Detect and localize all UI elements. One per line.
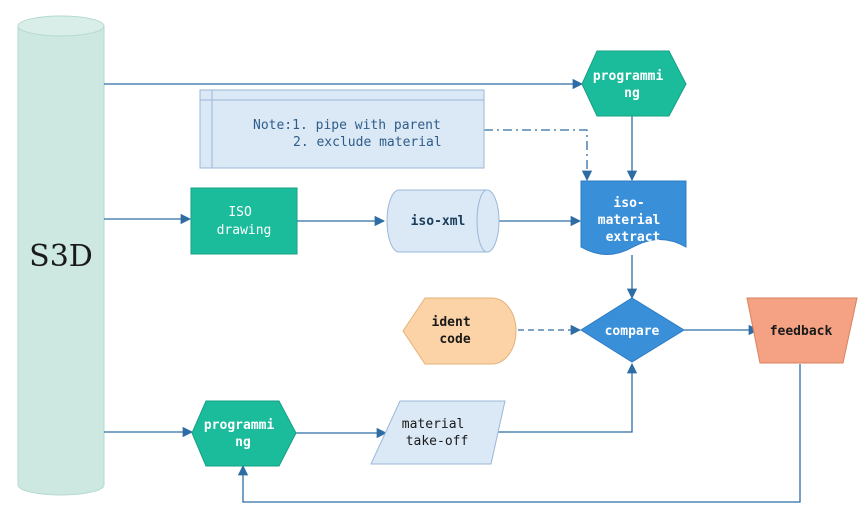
note-line1: Note:1. pipe with parent (253, 118, 441, 133)
extract-line1: iso- (613, 196, 644, 211)
ident-code-line1: ident (432, 315, 471, 330)
programming-top-line2: ng (624, 86, 640, 101)
compare-node: compare (580, 297, 685, 363)
iso-xml-label: iso-xml (411, 214, 466, 229)
s3d-cylinder: S3D (17, 15, 105, 496)
extract-line2: material (598, 213, 661, 228)
ident-code-line2: code (439, 332, 470, 347)
iso-drawing-line1: ISO (228, 205, 252, 220)
svg-text:material take-off: material take-off (402, 417, 472, 449)
s3d-label: S3D (29, 239, 93, 274)
programming-top-line1: programmi (593, 69, 664, 84)
note-line2: 2. exclude material (293, 135, 442, 150)
material-takeoff-node: material take-off (370, 400, 506, 465)
note-annotation: Note:1. pipe with parent 2. exclude mate… (199, 89, 485, 169)
svg-text:programmi ng: programmi ng (593, 69, 671, 101)
arrow-feedback-to-programming-bottom (237, 364, 801, 503)
arrow-note-to-extract (484, 129, 593, 182)
iso-drawing-line2: drawing (217, 223, 272, 238)
programming-bottom-line2: ng (235, 435, 251, 450)
feedback-label: feedback (770, 324, 833, 339)
iso-drawing-node: ISO drawing (190, 187, 298, 255)
svg-text:ident code: ident code (432, 315, 479, 347)
feedback-node: feedback (746, 297, 858, 364)
programming-bottom-line1: programmi (204, 418, 275, 433)
extract-line3: extract (606, 230, 661, 245)
takeoff-line2: take-off (406, 434, 469, 449)
iso-xml-node: iso-xml (386, 189, 500, 253)
svg-text:programmi ng: programmi ng (204, 418, 282, 450)
iso-material-extract-node: iso- material extract (580, 180, 687, 255)
compare-label: compare (605, 324, 660, 339)
svg-text:Note:1. pipe with parent: Note:1. pipe with parent 2. exclude mate… (253, 118, 449, 150)
ident-code-node: ident code (402, 297, 517, 365)
programming-top-node: programmi ng (581, 50, 687, 117)
takeoff-line1: material (402, 417, 465, 432)
svg-text:iso- material extr: iso- material extract (598, 196, 668, 245)
connectors (104, 78, 801, 503)
arrow-takeoff-to-compare (490, 362, 638, 433)
programming-bottom-node: programmi ng (191, 400, 297, 467)
svg-text:ISO drawing: ISO drawing (217, 205, 272, 238)
